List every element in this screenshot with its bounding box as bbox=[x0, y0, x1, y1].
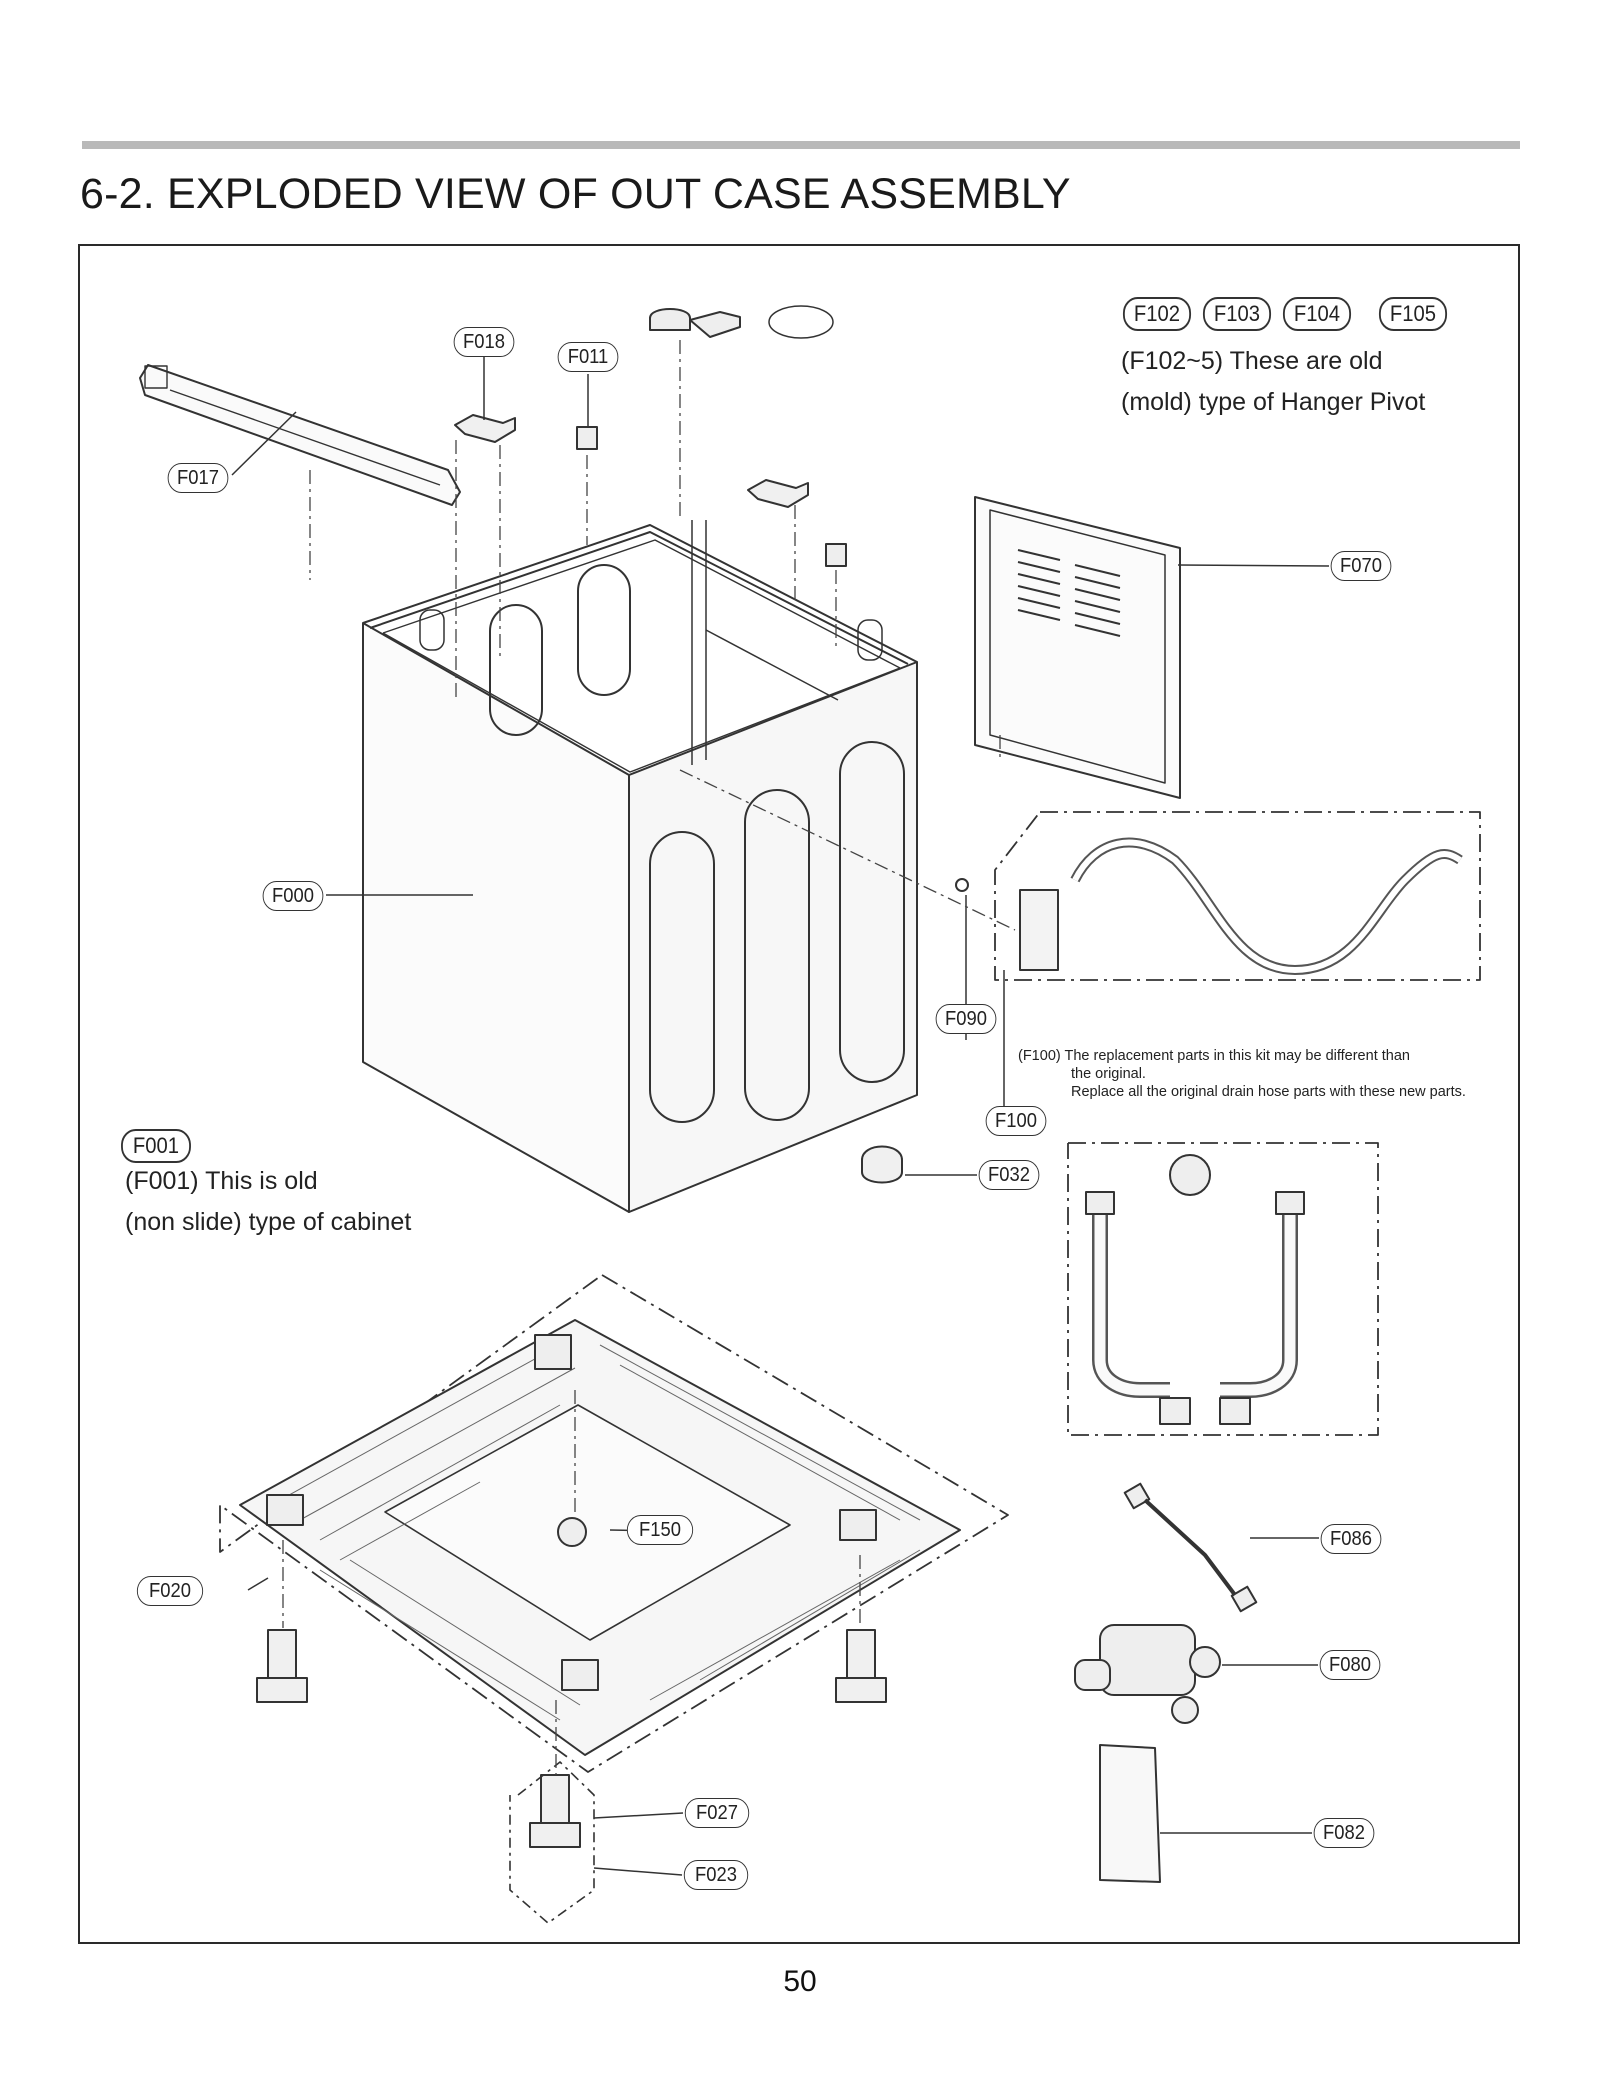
inlet-valve bbox=[1074, 1624, 1221, 1724]
drain-kit-note: (F100) The replacement parts in this kit… bbox=[1018, 1047, 1466, 1101]
label-F082: F082 bbox=[1313, 1818, 1375, 1848]
rear-panel bbox=[974, 496, 1181, 799]
cover-plate bbox=[1099, 1744, 1161, 1883]
top-clamp bbox=[649, 305, 834, 339]
label-F017: F017 bbox=[167, 463, 229, 493]
drain-hose-kit bbox=[994, 811, 1481, 981]
top-frame-part bbox=[139, 364, 461, 506]
label-F150: F150 bbox=[626, 1515, 694, 1545]
label-F102: F102 bbox=[1122, 297, 1192, 331]
label-F104: F104 bbox=[1282, 297, 1352, 331]
cabinet-note: (F001) This is old (non slide) type of c… bbox=[125, 1161, 411, 1243]
cabinet-note-line-2: (non slide) type of cabinet bbox=[125, 1208, 412, 1236]
drain-note-line-2: the original. bbox=[1071, 1066, 1146, 1082]
cabinet-note-line-1: (F001) This is old bbox=[125, 1167, 318, 1195]
hanger-note-line-1: (F102~5) These are old bbox=[1121, 347, 1383, 375]
label-F086: F086 bbox=[1320, 1524, 1382, 1554]
label-F000: F000 bbox=[262, 881, 324, 911]
inlet-hose-kit bbox=[1067, 1142, 1379, 1436]
label-F105: F105 bbox=[1378, 297, 1448, 331]
hanger-pivot bbox=[454, 414, 809, 508]
label-F001: F001 bbox=[121, 1129, 191, 1163]
label-F027: F027 bbox=[684, 1798, 750, 1828]
page-title: 6-2. EXPLODED VIEW OF OUT CASE ASSEMBLY bbox=[80, 170, 1071, 218]
label-F011: F011 bbox=[557, 342, 619, 372]
clip bbox=[955, 878, 969, 892]
label-F090: F090 bbox=[935, 1004, 997, 1034]
label-F023: F023 bbox=[683, 1860, 749, 1890]
base-frame bbox=[219, 1274, 1009, 1773]
label-F080: F080 bbox=[1319, 1650, 1381, 1680]
hanger-pivot-note: (F102~5) These are old (mold) type of Ha… bbox=[1121, 341, 1425, 423]
drain-note-line-1: (F100) The replacement parts in this kit… bbox=[1018, 1048, 1410, 1064]
hanger-note-line-2: (mold) type of Hanger Pivot bbox=[1121, 388, 1426, 416]
top-rule bbox=[82, 141, 1520, 149]
assembly-lines bbox=[282, 340, 1016, 1775]
label-F018: F018 bbox=[453, 327, 515, 357]
page-number: 50 bbox=[783, 1965, 817, 1998]
drain-note-line-3: Replace all the original drain hose part… bbox=[1071, 1084, 1466, 1100]
leveling-feet bbox=[256, 1629, 887, 1848]
damper bbox=[576, 426, 847, 567]
diagram-frame bbox=[78, 244, 1520, 1944]
label-F032: F032 bbox=[978, 1160, 1040, 1190]
label-F103: F103 bbox=[1202, 297, 1272, 331]
label-F020: F020 bbox=[136, 1576, 204, 1606]
label-F100: F100 bbox=[985, 1106, 1047, 1136]
hose-clamp bbox=[861, 1145, 903, 1184]
foot-detail-box bbox=[509, 1761, 595, 1924]
cabinet bbox=[362, 520, 918, 1213]
label-F070: F070 bbox=[1330, 551, 1392, 581]
wire-harness bbox=[1123, 1482, 1258, 1613]
